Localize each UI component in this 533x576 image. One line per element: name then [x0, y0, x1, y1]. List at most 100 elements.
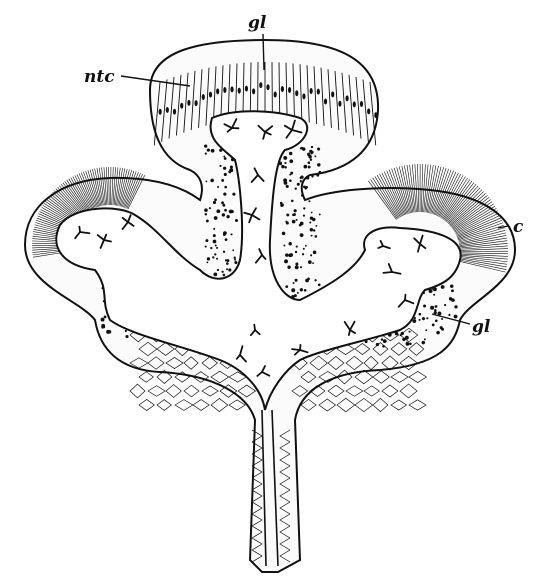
cell-dot: [282, 232, 286, 236]
cell-dot: [295, 265, 299, 269]
reticulum-cell: [193, 400, 209, 411]
nucleus: [216, 88, 219, 94]
reticulum-cell: [409, 400, 426, 410]
nucleus: [302, 93, 305, 99]
cell-dot: [226, 262, 229, 265]
cell-dot: [292, 213, 295, 216]
cell-dot: [221, 271, 223, 273]
cell-dot: [448, 314, 450, 316]
cell-dot: [435, 305, 438, 308]
cell-dot: [311, 151, 314, 154]
cell-dot: [285, 285, 288, 288]
nucleus: [360, 101, 363, 107]
cell-dot: [283, 156, 287, 160]
cell-dot: [219, 165, 221, 167]
cell-dot: [297, 183, 300, 186]
cell-dot: [204, 208, 208, 212]
cell-dot: [213, 272, 217, 276]
cell-dot: [305, 186, 308, 189]
cell-dot: [214, 216, 218, 220]
cell-dot: [234, 257, 236, 259]
cell-dot: [210, 247, 212, 249]
cell-dot: [435, 319, 438, 322]
cell-dot: [311, 175, 313, 177]
cell-dot: [296, 245, 298, 247]
cell-dot: [101, 318, 105, 322]
cell-dot: [213, 228, 215, 230]
reticulum-cell: [139, 399, 154, 410]
nucleus: [187, 100, 190, 106]
cell-dot: [223, 167, 226, 170]
nucleus: [259, 82, 262, 88]
cell-dot: [451, 289, 454, 292]
nucleus: [281, 86, 284, 92]
nucleus: [346, 95, 349, 101]
cell-dot: [313, 229, 315, 231]
cell-dot: [226, 259, 229, 262]
cell-dot: [205, 239, 208, 242]
cell-dot: [228, 170, 231, 173]
cell-dot: [317, 163, 320, 166]
cell-dot: [235, 219, 238, 222]
cell-dot: [314, 155, 316, 157]
cell-dot: [310, 254, 312, 256]
cell-dot: [216, 258, 218, 260]
reticulum-cell: [409, 371, 426, 382]
nucleus: [317, 89, 320, 95]
cell-dot: [311, 146, 313, 148]
cell-dot: [299, 177, 301, 179]
cell-dot: [125, 330, 127, 332]
cell-dot: [291, 200, 294, 203]
cell-dot: [226, 215, 229, 218]
cell-dot: [444, 304, 446, 306]
cell-dot: [296, 219, 298, 221]
stellate-arm: [383, 272, 392, 273]
cell-dot: [432, 323, 435, 326]
cell-dot: [295, 187, 297, 189]
cell-dot: [425, 329, 427, 331]
cell-dot: [299, 224, 302, 227]
stellate-arm: [254, 325, 255, 330]
nucleus: [295, 90, 298, 96]
cell-dot: [280, 203, 284, 207]
reticulum-cell: [175, 400, 193, 411]
cell-dot: [409, 331, 411, 333]
cell-dot: [383, 339, 387, 343]
cell-dot: [295, 279, 298, 282]
cell-dot: [419, 319, 421, 321]
cell-dot: [205, 246, 207, 248]
cell-dot: [308, 200, 310, 202]
reticulum-cell: [346, 386, 363, 396]
cell-dot: [308, 155, 312, 159]
cell-dot: [381, 338, 383, 340]
cell-dot: [302, 253, 304, 255]
cell-dot: [305, 245, 307, 247]
cell-dot: [317, 147, 320, 150]
cell-dot: [226, 268, 228, 270]
nucleus: [338, 101, 341, 107]
cell-dot: [125, 335, 128, 338]
stellate-arm: [80, 232, 89, 233]
cell-dot: [292, 220, 296, 224]
nucleus: [209, 92, 212, 98]
cell-dot: [436, 331, 440, 335]
cell-dot: [297, 292, 299, 294]
nucleus: [266, 84, 269, 90]
cell-dot: [223, 192, 226, 195]
nucleus: [288, 87, 291, 93]
cell-dot: [286, 214, 289, 217]
reticulum-cell: [139, 372, 153, 382]
reticulum-cell: [229, 400, 245, 410]
nucleus: [252, 88, 255, 94]
cell-dot: [311, 235, 313, 237]
reticulum-cell: [382, 385, 398, 397]
nucleus: [202, 94, 205, 100]
cell-dot: [454, 305, 457, 308]
cell-dot: [230, 233, 232, 235]
nucleus: [310, 88, 313, 94]
cell-dot: [315, 235, 318, 238]
cell-dot: [221, 201, 224, 204]
cell-dot: [304, 165, 308, 169]
cell-dot: [211, 149, 215, 153]
